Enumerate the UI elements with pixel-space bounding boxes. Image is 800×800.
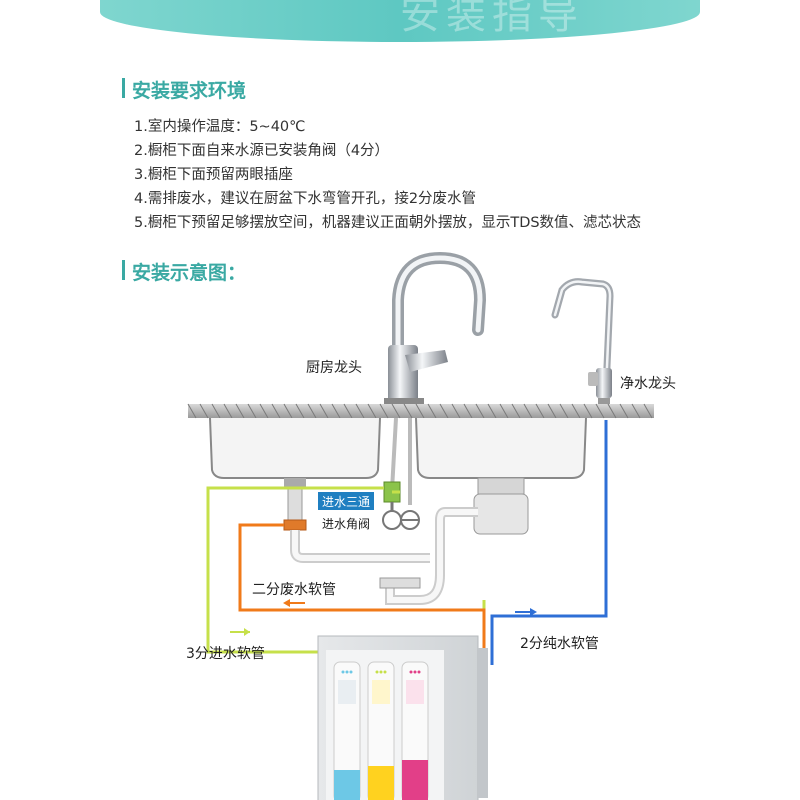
filter-cartridge <box>367 661 395 800</box>
label-kitchen-faucet: 厨房龙头 <box>306 360 362 376</box>
label-pure-hose: 2分纯水软管 <box>520 636 599 652</box>
kitchen-faucet-icon <box>384 251 487 406</box>
label-pure-faucet: 净水龙头 <box>620 376 676 392</box>
banner-watermark: 安装指导 <box>400 0 584 38</box>
filter-cartridge <box>401 661 429 800</box>
pure-faucet-icon <box>551 278 614 406</box>
inlet-tee-icon <box>382 481 402 530</box>
label-inlet-hose: 3分进水软管 <box>186 646 265 662</box>
label-inlet-valve: 进水角阀 <box>322 517 370 531</box>
diagram-title: 安装示意图： <box>121 258 246 285</box>
water-purifier-unit <box>317 635 488 800</box>
waste-hose-line <box>238 523 486 660</box>
requirements-title: 安装要求环境 <box>121 76 246 103</box>
drain-pipe <box>283 478 430 563</box>
label-inlet-tee-bg <box>318 492 374 510</box>
filter-cartridge <box>333 661 361 800</box>
sink-basin <box>209 417 587 479</box>
label-waste-hose: 二分废水软管 <box>252 582 336 598</box>
requirement-item: 3.橱柜下面预留两眼插座 <box>134 167 293 183</box>
requirement-item: 4.需排废水，建议在厨盆下水弯管开孔，接2分废水管 <box>134 191 477 207</box>
requirement-item: 5.橱柜下预留足够摆放空间，机器建议正面朝外摆放，显示TDS数值、滤芯状态 <box>134 215 642 231</box>
angle-valve-icon <box>400 510 420 530</box>
requirements-list: 1.室内操作温度：5~40℃ 2.橱柜下面自来水源已安装角阀（4分） 3.橱柜下… <box>134 115 641 235</box>
requirement-item: 2.橱柜下面自来水源已安装角阀（4分） <box>134 143 390 159</box>
requirement-item: 1.室内操作温度：5~40℃ <box>134 119 306 135</box>
label-inlet-tee: 进水三通 <box>322 495 370 509</box>
garbage-disposer <box>379 477 529 605</box>
countertop <box>188 404 654 418</box>
pure-hose-line <box>490 420 608 665</box>
